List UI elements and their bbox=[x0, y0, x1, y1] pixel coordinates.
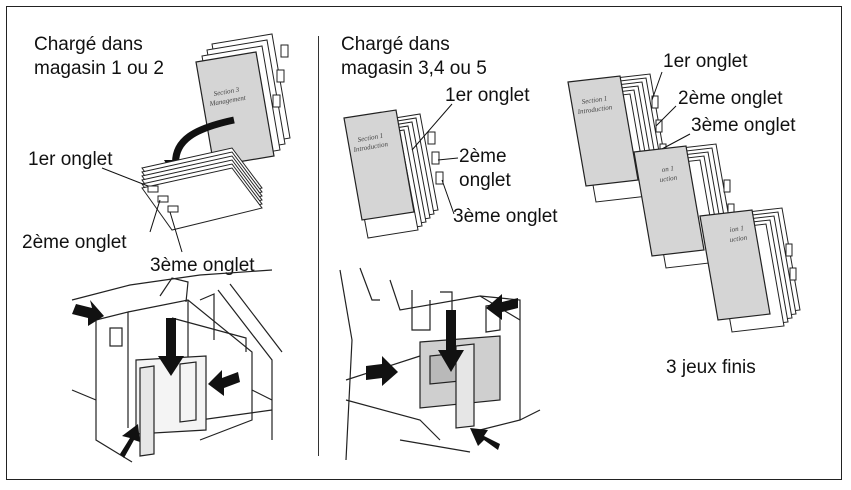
right-tab2-label: 2ème onglet bbox=[678, 88, 783, 109]
left-arrow-down bbox=[158, 318, 184, 376]
right-cover2-text2: uction bbox=[659, 174, 678, 184]
middle-tab1-label: 1er onglet bbox=[445, 85, 530, 106]
left-tab3-label: 3ème onglet bbox=[150, 255, 255, 276]
middle-arrow-upleft bbox=[470, 428, 500, 450]
left-tab-stack-upright: Section 3 Management bbox=[195, 33, 291, 167]
right-cover3-text1: ion 1 bbox=[729, 224, 744, 234]
left-flat-stack bbox=[101, 147, 263, 253]
right-finished-set-3: ion 1 uction bbox=[699, 207, 801, 333]
left-tray-drawing bbox=[71, 269, 283, 463]
middle-tray-drawing bbox=[339, 267, 541, 461]
left-heading-line2: magasin 1 ou 2 bbox=[34, 58, 164, 79]
right-cover3-text2: uction bbox=[729, 234, 748, 244]
middle-tab2-label-line1: 2ème bbox=[459, 146, 507, 167]
middle-tab-stack: Section 1 Introduction bbox=[343, 103, 459, 239]
middle-heading-line2: magasin 3,4 ou 5 bbox=[341, 58, 487, 79]
left-arrow-left bbox=[208, 370, 240, 396]
left-tab1-label: 1er onglet bbox=[28, 149, 113, 170]
middle-arrow-right bbox=[366, 356, 398, 386]
right-cover2-text1: on 1 bbox=[661, 164, 674, 174]
middle-arrow-left bbox=[486, 294, 518, 320]
right-tab1-label: 1er onglet bbox=[663, 51, 748, 72]
middle-tab2-label-line2: onglet bbox=[459, 170, 511, 191]
middle-tab3-label: 3ème onglet bbox=[453, 206, 558, 227]
right-caption: 3 jeux finis bbox=[666, 357, 756, 378]
left-arrow-up bbox=[120, 424, 140, 458]
right-tab3-label: 3ème onglet bbox=[691, 115, 796, 136]
left-tab2-label: 2ème onglet bbox=[22, 232, 127, 253]
middle-arrow-down bbox=[438, 310, 464, 372]
section-divider bbox=[318, 36, 319, 456]
right-cover1-text1: Section 1 bbox=[581, 94, 608, 106]
left-arrow-right bbox=[72, 300, 104, 326]
middle-heading-line1: Chargé dans bbox=[341, 34, 450, 55]
left-heading-line1: Chargé dans bbox=[34, 34, 143, 55]
